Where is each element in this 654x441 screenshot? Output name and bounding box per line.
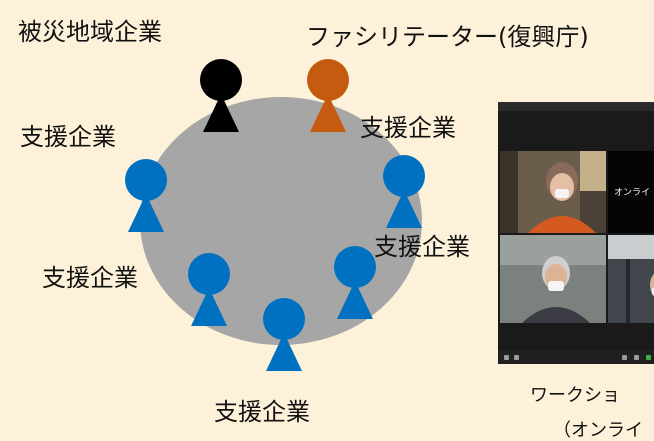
label-support-company-right-lower: 支援企業 [374, 233, 470, 261]
camera-off-name: オンライ [614, 188, 651, 198]
person-icon-affected-company [200, 59, 242, 132]
meeting-toolbar [498, 350, 654, 364]
label-support-company-bottom: 支援企業 [214, 398, 310, 426]
online-meeting-screenshot: オンライ [498, 102, 654, 364]
label-support-company-left: 支援企業 [20, 123, 116, 151]
share-screen-icon [646, 355, 651, 360]
video-icon [514, 355, 519, 360]
mic-icon [504, 355, 509, 360]
person-icon-facilitator [307, 59, 349, 132]
person-icon-support-company-right-lower [334, 246, 376, 319]
video-tile-participant-partial [608, 235, 654, 323]
label-facilitator: ファシリテーター(復興庁) [306, 23, 589, 51]
participants-icon [622, 355, 627, 360]
video-tile-camera-off: オンライ [608, 151, 654, 233]
meeting-titlebar [498, 102, 654, 111]
label-support-company-lower-left: 支援企業 [42, 264, 138, 292]
person-icon-support-company-lower-left [188, 253, 230, 326]
person-icon-support-company-right-upper [383, 155, 425, 228]
caption-line-2: （オンライ [553, 420, 643, 441]
label-affected-company: 被災地域企業 [18, 18, 162, 46]
person-icon-support-company-bottom [263, 298, 305, 371]
video-tile-participant-woman [500, 151, 606, 233]
label-support-company-right-upper: 支援企業 [360, 114, 456, 142]
caption-line-1: ワークショ [530, 385, 620, 406]
person-icon-support-company-left [125, 159, 167, 232]
video-tile-participant-man [500, 235, 606, 323]
chat-icon [634, 355, 639, 360]
